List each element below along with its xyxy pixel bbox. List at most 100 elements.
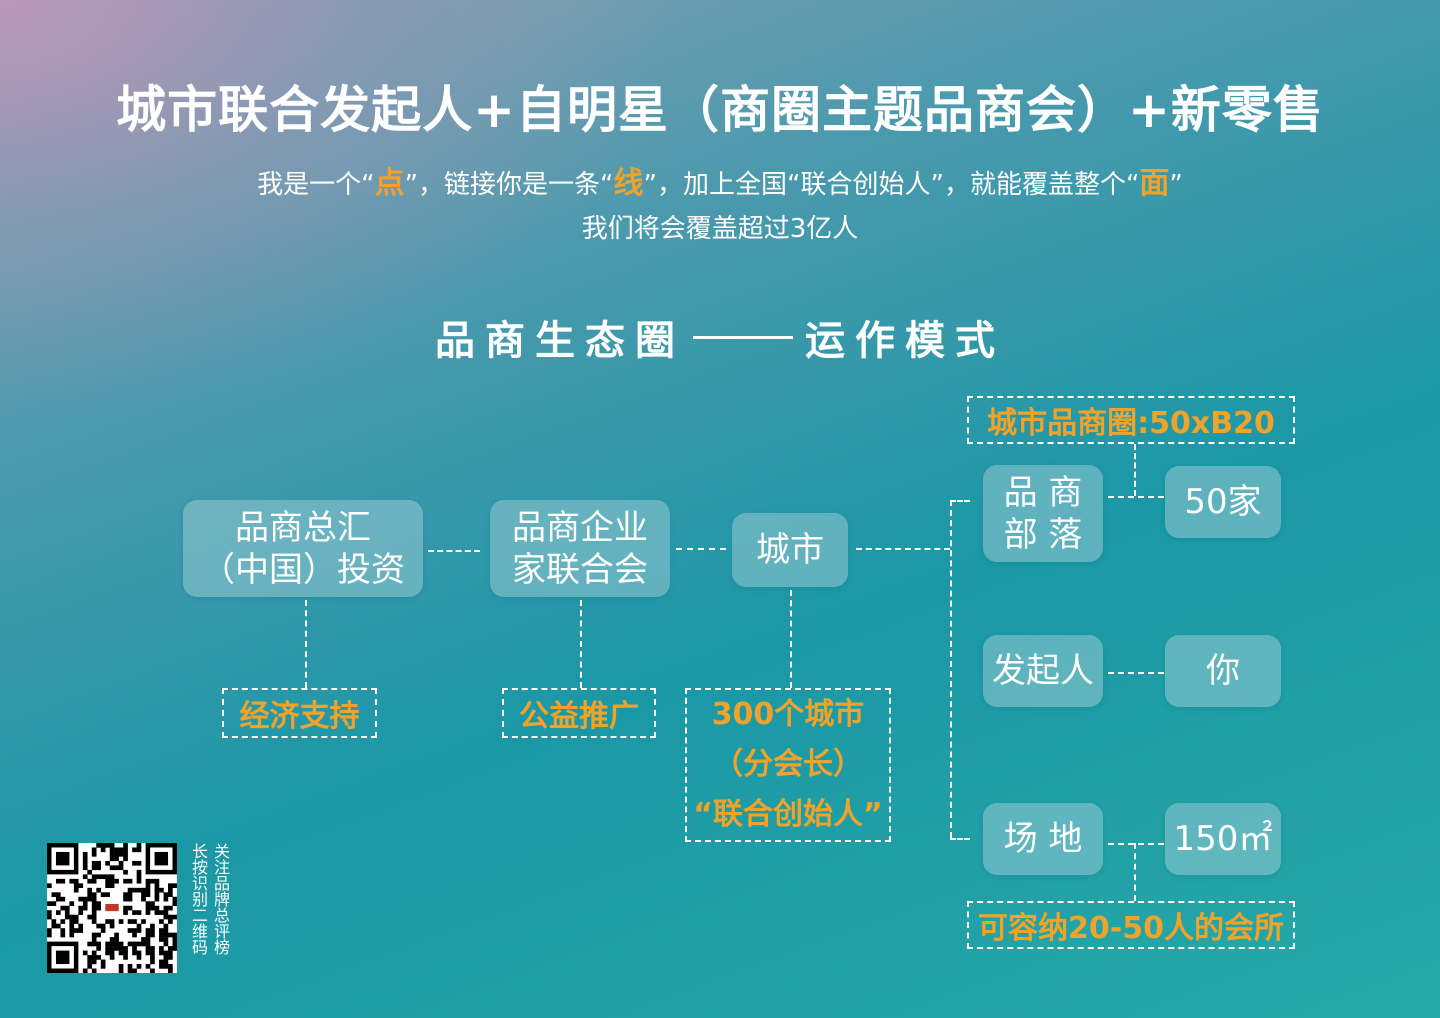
section-title-right: 运作模式	[805, 318, 1005, 364]
qr-module	[60, 905, 66, 911]
qr-module	[109, 865, 115, 871]
qr-module	[82, 865, 88, 871]
qr-module	[87, 959, 93, 965]
connector-tribe-value	[1108, 496, 1164, 498]
qr-module	[168, 905, 173, 911]
qr-module	[136, 964, 142, 969]
qr-module	[163, 932, 169, 938]
qr-module	[168, 968, 173, 974]
qr-module	[123, 856, 128, 862]
tagline-part-3: ”，加上全国“联合创始人”，就能覆盖整个“	[643, 170, 1140, 200]
qr-module	[73, 914, 79, 920]
qr-module	[78, 883, 84, 889]
connector-federation-charity	[580, 600, 582, 688]
qr-module	[109, 946, 115, 951]
qr-module	[55, 878, 61, 884]
qr-module	[132, 887, 137, 893]
qr-module	[172, 883, 178, 889]
qr-module	[150, 923, 155, 929]
qr-module	[96, 932, 101, 938]
qr-module	[87, 887, 93, 893]
qr-module	[73, 928, 79, 933]
node-tribe-line2: 部 落	[1003, 514, 1083, 555]
qr-module	[132, 932, 137, 938]
qr-module	[163, 941, 169, 947]
qr-module	[55, 923, 61, 929]
qr-module	[60, 896, 66, 902]
qr-module	[91, 878, 97, 884]
qr-module	[91, 937, 97, 942]
qr-module	[163, 892, 169, 897]
label-cities: 300个城市 （分会长） “联合创始人”	[685, 688, 891, 842]
qr-code[interactable]	[47, 843, 178, 974]
tagline-highlight-line: 线	[613, 166, 644, 201]
qr-module	[91, 941, 97, 947]
qr-module	[123, 946, 128, 951]
qr-module	[163, 964, 169, 969]
qr-module	[127, 941, 133, 947]
qr-module	[91, 968, 97, 974]
qr-module	[114, 856, 119, 862]
qr-module	[105, 950, 110, 956]
qr-module	[150, 946, 155, 951]
connector-federation-city	[676, 548, 726, 550]
qr-module	[132, 847, 137, 853]
qr-module	[69, 914, 75, 920]
qr-module	[163, 923, 169, 929]
qr-module	[87, 892, 93, 897]
qr-finder-inner	[154, 851, 169, 866]
qr-module	[87, 869, 93, 875]
qr-module	[109, 851, 115, 857]
qr-module	[100, 928, 106, 933]
qr-module	[136, 869, 142, 875]
qr-module	[73, 919, 79, 924]
qr-module	[159, 937, 164, 942]
qr-module	[47, 901, 52, 906]
qr-module	[105, 883, 110, 889]
qr-module	[96, 865, 101, 871]
qr-module	[87, 896, 93, 902]
qr-module	[87, 955, 93, 960]
qr-module	[109, 923, 115, 929]
qr-module	[127, 892, 133, 897]
qr-module	[105, 892, 110, 897]
qr-module	[82, 874, 88, 880]
qr-module	[136, 928, 142, 933]
qr-module	[136, 843, 142, 848]
qr-module	[87, 914, 93, 920]
qr-module	[51, 901, 57, 906]
node-federation: 品商企业 家联合会	[490, 500, 670, 597]
qr-module	[73, 878, 79, 884]
qr-module	[82, 851, 88, 857]
qr-module	[114, 851, 119, 857]
branch-top-tick	[950, 500, 970, 502]
node-invest: 品商总汇 （中国）投资	[183, 500, 423, 597]
qr-module	[132, 928, 137, 933]
qr-module	[91, 959, 97, 965]
qr-module	[55, 896, 61, 902]
qr-module	[109, 950, 115, 956]
qr-module	[82, 968, 88, 974]
qr-module	[136, 874, 142, 880]
qr-module	[136, 910, 142, 915]
qr-module	[163, 928, 169, 933]
qr-module	[159, 946, 164, 951]
qr-module	[109, 919, 115, 924]
qr-caption-follow: 关注品牌总评榜	[211, 843, 230, 955]
qr-module	[96, 874, 101, 880]
qr-module	[141, 892, 146, 897]
qr-module	[47, 928, 52, 933]
qr-module	[154, 905, 160, 911]
qr-module	[118, 946, 124, 951]
qr-module	[145, 910, 151, 915]
qr-module	[47, 883, 52, 889]
qr-module	[109, 937, 115, 942]
qr-module	[136, 887, 142, 893]
qr-module	[127, 896, 133, 902]
tagline: 我是一个“点”，链接你是一条“线”，加上全国“联合创始人”，就能覆盖整个“面”	[0, 158, 1440, 202]
qr-module	[114, 937, 119, 942]
qr-module	[168, 883, 173, 889]
qr-module	[69, 932, 75, 938]
qr-module	[51, 919, 57, 924]
qr-module	[109, 955, 115, 960]
